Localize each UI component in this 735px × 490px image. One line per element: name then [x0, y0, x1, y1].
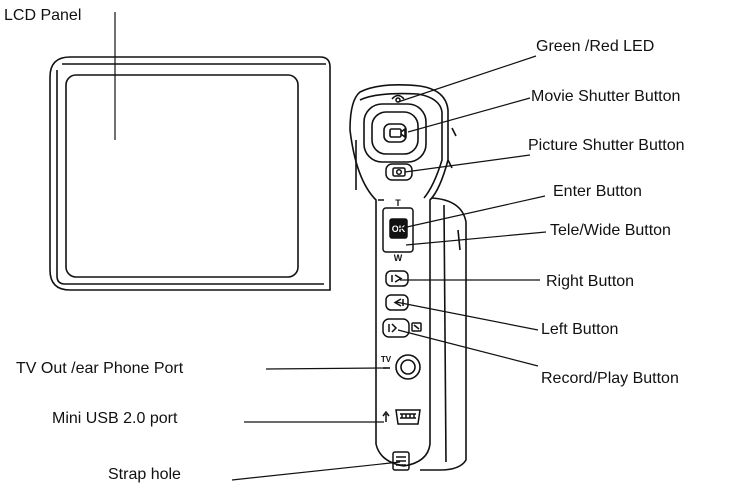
nav-buttons — [382, 270, 422, 338]
usb-port — [382, 409, 421, 425]
label-right: Right Button — [546, 273, 635, 290]
label-movie-shutter: Movie Shutter Button — [531, 88, 681, 105]
movie-shutter-button — [363, 103, 427, 163]
label-lcd-panel: LCD Panel — [4, 7, 82, 24]
callout-tele-wide — [405, 231, 547, 246]
strap-hole — [392, 451, 410, 471]
tv-port-mark: TV — [381, 355, 392, 364]
label-led: Green /Red LED — [536, 38, 655, 55]
grip — [349, 84, 457, 467]
callout-lines — [114, 12, 547, 481]
wide-mark: W — [394, 253, 403, 263]
right-button — [385, 270, 409, 287]
record-play-button — [382, 318, 410, 338]
label-mini-usb: Mini USB 2.0 port — [52, 410, 178, 427]
camera-body — [420, 197, 467, 471]
lcd-screen — [65, 74, 299, 278]
callout-picture — [404, 154, 531, 173]
label-tv-out: TV Out /ear Phone Port — [16, 360, 184, 377]
label-picture-shutter: Picture Shutter Button — [528, 137, 685, 154]
label-record-play: Record/Play Button — [541, 370, 679, 387]
lcd-panel — [49, 56, 331, 291]
label-tele-wide: Tele/Wide Button — [550, 222, 671, 239]
callout-movie — [407, 97, 531, 133]
callout-left — [395, 301, 539, 331]
tele-mark: T — [395, 198, 401, 208]
label-strap-hole: Strap hole — [108, 466, 181, 483]
label-enter: Enter Button — [553, 183, 642, 200]
callout-enter — [397, 195, 546, 230]
callout-tv-out — [265, 367, 387, 370]
callout-record-play — [397, 329, 539, 367]
callout-strap — [231, 461, 401, 481]
label-left: Left Button — [541, 321, 619, 338]
left-button — [385, 294, 409, 311]
callout-led — [397, 55, 537, 103]
